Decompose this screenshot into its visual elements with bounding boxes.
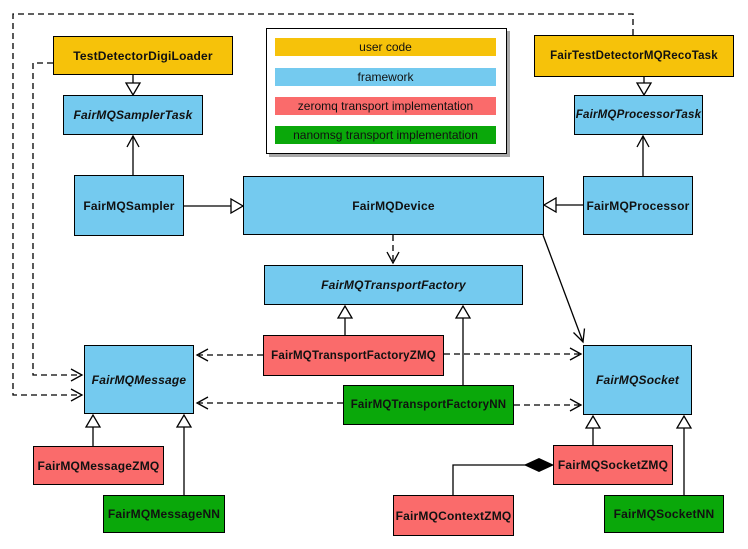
edge-assoc-sampler-samplertask	[126, 134, 140, 175]
node-test-detector-digi-loader: TestDetectorDigiLoader	[53, 36, 233, 75]
edge-comp-contextzmq-socketzmq	[452, 457, 555, 495]
node-fairmq-socket: FairMQSocket	[583, 345, 692, 415]
edge-inherit-sampler-device	[184, 197, 245, 215]
legend: user code framework zeromq transport imp…	[266, 28, 507, 154]
node-fairmq-sampler: FairMQSampler	[74, 175, 184, 236]
edge-dep-factoryzmq-message	[195, 348, 263, 362]
edge-inherit-socketzmq-socket	[584, 414, 602, 445]
edge-inherit-factorynn-factory	[454, 304, 472, 385]
edge-dep-device-transportfactory	[386, 235, 400, 265]
node-fairmq-transport-factory-zmq: FairMQTransportFactoryZMQ	[263, 335, 444, 376]
edge-assoc-processor-processortask	[636, 134, 650, 176]
node-fairmq-transport-factory: FairMQTransportFactory	[264, 265, 523, 305]
node-fairmq-sampler-task: FairMQSamplerTask	[63, 95, 203, 135]
edge-inherit-messagenn-message	[175, 413, 193, 495]
node-fairmq-message-zmq: FairMQMessageZMQ	[33, 446, 164, 485]
edge-inherit-factoryzmq-factory	[336, 304, 354, 335]
node-fairmq-context-zmq: FairMQContextZMQ	[393, 495, 514, 536]
edge-inherit-recotask-processortask	[635, 77, 653, 97]
edge-inherit-messagezmq-message	[84, 413, 102, 446]
edge-inherit-socketnn-socket	[675, 414, 693, 495]
node-fairmq-transport-factory-nn: FairMQTransportFactoryNN	[343, 385, 514, 425]
node-fairmq-message-nn: FairMQMessageNN	[103, 495, 225, 533]
edge-dep-recotask-message	[12, 13, 634, 402]
edge-dep-factorynn-message	[195, 396, 343, 410]
node-fairmq-processor-task: FairMQProcessorTask	[574, 95, 703, 135]
edge-dep-factorynn-socket	[514, 398, 583, 412]
legend-item-nanomsg: nanomsg transport implementation	[275, 126, 496, 144]
edge-dep-digiloader-message	[32, 62, 84, 382]
node-fairmq-device: FairMQDevice	[243, 176, 544, 235]
edge-inherit-processor-device	[542, 196, 583, 214]
node-fairmq-message: FairMQMessage	[84, 345, 194, 414]
node-fairmq-processor: FairMQProcessor	[583, 176, 693, 235]
legend-item-zeromq: zeromq transport implementation	[275, 97, 496, 115]
node-fairmq-socket-zmq: FairMQSocketZMQ	[553, 445, 673, 485]
edge-inherit-digiloader-samplertask	[124, 75, 142, 97]
edge-assoc-device-socket	[542, 234, 586, 344]
legend-item-user-code: user code	[275, 38, 496, 56]
node-fair-test-detector-mq-reco-task: FairTestDetectorMQRecoTask	[534, 35, 734, 77]
node-fairmq-socket-nn: FairMQSocketNN	[604, 495, 724, 533]
legend-item-framework: framework	[275, 68, 496, 86]
edge-dep-factoryzmq-socket	[444, 347, 583, 361]
